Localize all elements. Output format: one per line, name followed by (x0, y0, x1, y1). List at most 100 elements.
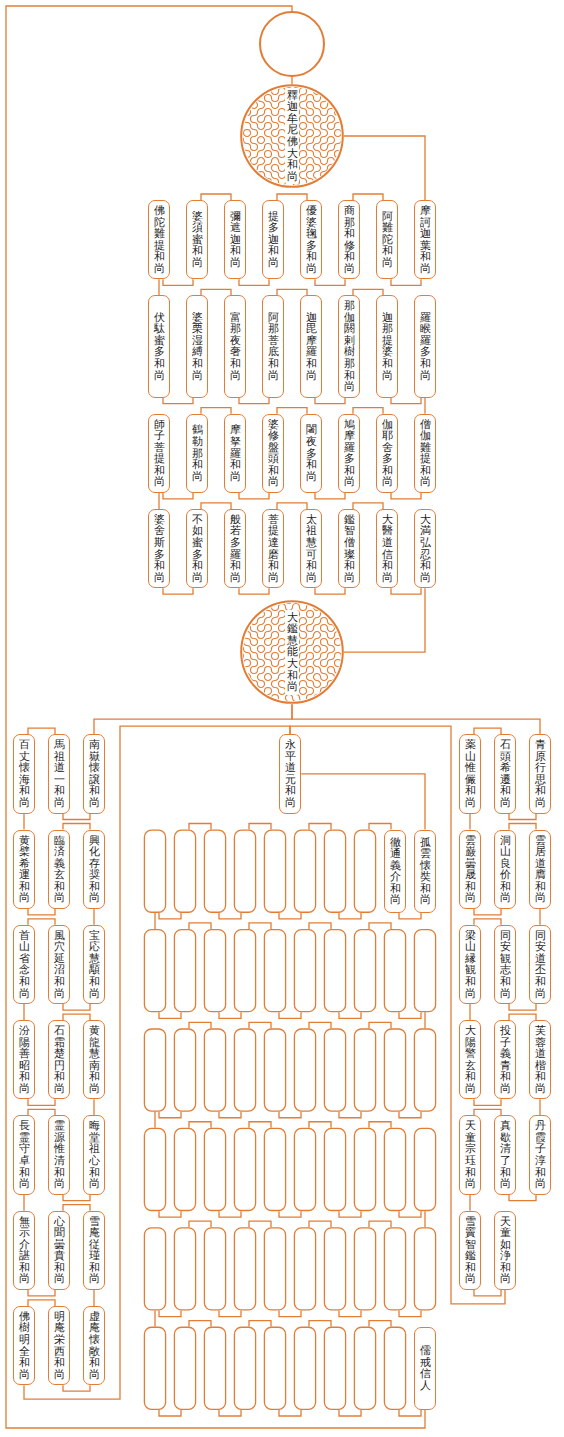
monk-name: 同安観志和尚 (500, 930, 511, 999)
monk-name: 伽耶舍多和尚 (382, 419, 393, 488)
name-loop: 石霜楚円和尚 (48, 1020, 71, 1099)
monk-name: 鑑智僧璨和尚 (344, 514, 355, 583)
name-loop: 南嶽懐譲和尚 (83, 734, 106, 813)
monk-name: 大鑑慧能大和尚 (285, 610, 300, 695)
empty-loop (294, 1327, 315, 1409)
monk-name: 羅睺羅多和尚 (420, 312, 431, 381)
empty-loop (234, 1327, 255, 1409)
empty-loop (354, 1128, 375, 1210)
monk-name: 那伽閼剌樹那和尚 (344, 300, 355, 392)
name-loop: 虚庵懐敞和尚 (83, 1306, 106, 1385)
name-loop: 婆修盤頭和尚 (262, 414, 285, 493)
name-loop: 雲巌曇晟和尚 (459, 830, 482, 909)
lineage-line (344, 136, 425, 200)
monk-name: 優婆毱多和尚 (306, 205, 317, 274)
monk-name: 迦那提婆和尚 (382, 312, 393, 381)
name-loop: 明庵栄西和尚 (48, 1306, 71, 1385)
name-loop: 黄檗希運和尚 (13, 830, 36, 909)
name-loop: 彌遮迦和尚 (224, 200, 247, 279)
lineage-line (93, 909, 94, 925)
monk-name: 黄檗希運和尚 (19, 835, 30, 904)
lineage-line (391, 588, 421, 594)
monk-name: 大満弘忍和尚 (420, 514, 431, 583)
monk-name: 心聞曇賁和尚 (54, 1216, 65, 1285)
lineage-line (28, 1300, 55, 1306)
monk-name: 真歇清了和尚 (500, 1120, 511, 1189)
name-loop: 首山省念和尚 (13, 925, 36, 1004)
monk-name: 佛樹明全和尚 (19, 1311, 30, 1380)
name-loop: 長霊守卓和尚 (13, 1115, 36, 1194)
lineage-line (239, 398, 269, 404)
monk-name: 霊源惟清和尚 (54, 1120, 65, 1189)
name-loop: 婆栗湿縛和尚 (186, 295, 209, 397)
name-loop: 婆舍斯多和尚 (148, 509, 171, 588)
monk-name: 鶴勒那和尚 (192, 424, 203, 482)
monk-name: 首山省念和尚 (19, 930, 30, 999)
empty-loop (294, 930, 315, 1012)
name-loop: 宝応慧顒和尚 (83, 925, 106, 1004)
circle-outline (241, 85, 343, 187)
name-loop: 鳩摩羅多和尚 (338, 414, 361, 493)
name-loop: 儒戒信人 (414, 1327, 437, 1410)
empty-loop (384, 1228, 405, 1310)
monk-name: 提多迦和尚 (268, 211, 279, 269)
lineage-line (28, 1109, 55, 1115)
monk-name: 梁山縁観和尚 (465, 930, 476, 999)
monk-name: 迦毘摩羅和尚 (306, 312, 317, 381)
lineage-line (63, 1385, 90, 1391)
empty-loop (204, 830, 225, 912)
monk-name: 僧伽難提和尚 (420, 419, 431, 488)
empty-loop (354, 1327, 375, 1409)
lineage-line (163, 588, 193, 594)
name-loop: 興化存奨和尚 (83, 830, 106, 909)
lineage-line (277, 194, 307, 200)
monk-name: 石頭希遷和尚 (500, 739, 511, 808)
empty-loop (324, 830, 345, 912)
empty-loop (234, 830, 255, 912)
monk-name: 洞山良价和尚 (500, 835, 511, 904)
name-loop: 汾陽善昭和尚 (13, 1020, 36, 1099)
empty-loop (294, 1228, 315, 1310)
monk-name: 臨済義玄和尚 (54, 835, 65, 904)
lineage-line (201, 289, 231, 295)
monk-name: 鳩摩羅多和尚 (344, 419, 355, 488)
name-loop: 太祖慧可和尚 (300, 509, 323, 588)
monk-name: 大陽警玄和尚 (465, 1025, 476, 1094)
monk-name: 婆修盤頭和尚 (268, 419, 279, 488)
name-loop: 百丈懐海和尚 (13, 734, 36, 813)
monk-name: 百丈懐海和尚 (19, 739, 30, 808)
monk-name: 黄龍慧南和尚 (89, 1025, 100, 1094)
name-loop: 佛樹明全和尚 (13, 1306, 36, 1385)
lineage-line (201, 408, 231, 414)
lineage-line (469, 1004, 470, 1020)
name-loop: 丹霞子淳和尚 (529, 1115, 552, 1194)
name-loop: 般若多羅和尚 (224, 509, 247, 588)
monk-name: 闍夜多和尚 (306, 424, 317, 482)
empty-loop (234, 1029, 255, 1111)
name-loop: 迦那提婆和尚 (376, 295, 399, 397)
empty-loop (384, 1327, 405, 1409)
lineage-line (474, 1290, 501, 1296)
circle-outline (241, 601, 343, 703)
name-loop: 雪竇智鑑和尚 (459, 1211, 482, 1290)
lineage-line (301, 774, 425, 830)
name-loop: 同安観志和尚 (494, 925, 517, 1004)
name-loop: 闍夜多和尚 (300, 414, 323, 493)
empty-loop (174, 1327, 195, 1409)
lineage-circle: 釋迦牟尼佛大和尚 (240, 84, 344, 188)
lineage-line (63, 1014, 90, 1020)
empty-loop (264, 930, 285, 1012)
monk-name: 彌遮迦和尚 (230, 211, 241, 269)
monk-name: 孤雲懐奘和尚 (420, 837, 431, 906)
name-loop: 臨済義玄和尚 (48, 830, 71, 909)
empty-loop (174, 930, 195, 1012)
lineage-line (469, 814, 470, 830)
monk-name: 長霊守卓和尚 (19, 1120, 30, 1189)
monk-name: 婆栗湿縛和尚 (192, 312, 203, 381)
name-loop: 同安道丕和尚 (529, 925, 552, 1004)
empty-loop (384, 930, 405, 1012)
monk-name: 風穴延沼和尚 (54, 930, 65, 999)
monk-name: 宝応慧顒和尚 (89, 930, 100, 999)
